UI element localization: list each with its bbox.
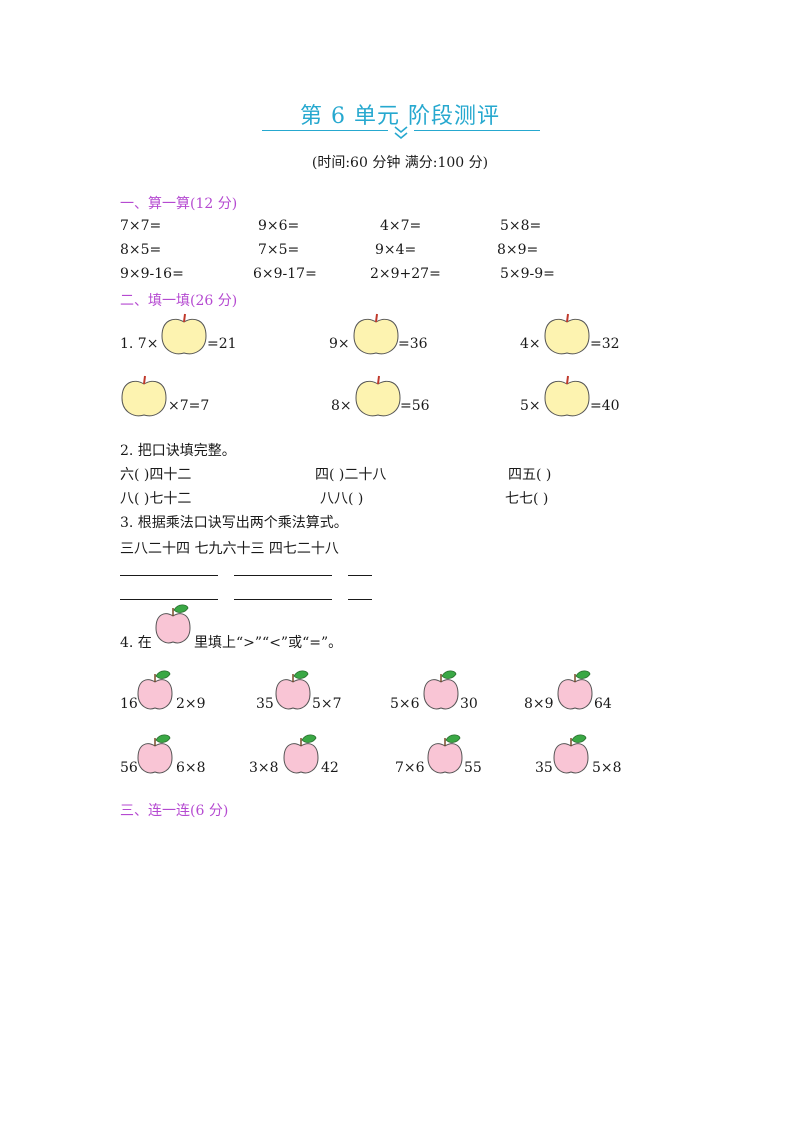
mnemonic-phrases: 三八二十四 七九六十三 四七二十八	[120, 541, 339, 557]
mnemonic-blank: 八( )七十二	[120, 491, 192, 507]
answer-line[interactable]	[120, 599, 218, 600]
compare-right: 6×8	[176, 760, 206, 776]
compare-right: 30	[460, 696, 478, 712]
pink-apple-answer-box[interactable]	[552, 732, 590, 776]
compare-left: 3×8	[249, 760, 279, 776]
mnemonic-blank: 八八( )	[320, 491, 364, 507]
answer-line[interactable]	[348, 599, 372, 600]
calc-item: 9×6=	[258, 218, 300, 234]
yellow-apple-answer-box[interactable]	[354, 372, 402, 420]
compare-right: 55	[464, 760, 482, 776]
compare-left: 35	[535, 760, 553, 776]
calc-item: 7×7=	[120, 218, 162, 234]
question-4-label-after: 里填上“>”“<”或“=”。	[194, 635, 343, 651]
pink-apple-answer-box[interactable]	[422, 668, 460, 712]
fill-expr-after: =36	[398, 336, 428, 352]
compare-right: 5×7	[312, 696, 342, 712]
pink-apple-answer-box[interactable]	[274, 668, 312, 712]
compare-right: 5×8	[592, 760, 622, 776]
compare-left: 16	[120, 696, 138, 712]
question-2-label: 2. 把口诀填完整。	[120, 443, 236, 459]
calc-item: 8×9=	[497, 242, 539, 258]
compare-left: 7×6	[395, 760, 425, 776]
section-1-heading: 一、算一算(12 分)	[120, 196, 238, 212]
calc-item: 6×9-17=	[253, 266, 317, 282]
calc-item: 9×4=	[375, 242, 417, 258]
compare-left: 35	[256, 696, 274, 712]
answer-line[interactable]	[234, 575, 332, 576]
fill-expr-after: =56	[400, 398, 430, 414]
title-underline-right	[414, 130, 540, 131]
title-underline-left	[262, 130, 388, 131]
calc-item: 7×5=	[258, 242, 300, 258]
calc-item: 2×9+27=	[370, 266, 441, 282]
yellow-apple-answer-box[interactable]	[160, 310, 208, 358]
fill-expr-before: 9×	[329, 336, 350, 352]
double-chevron-down-icon	[394, 126, 408, 140]
fill-expr-before: 4×	[520, 336, 541, 352]
compare-left: 5×6	[390, 696, 420, 712]
fill-expr-before: 1. 7×	[120, 336, 159, 352]
page-title: 第 6 单元 阶段测评	[300, 104, 500, 129]
calc-item: 5×9-9=	[500, 266, 555, 282]
pink-apple-icon	[155, 604, 191, 644]
yellow-apple-answer-box[interactable]	[543, 372, 591, 420]
time-score-info: (时间:60 分钟 满分:100 分)	[311, 155, 489, 171]
yellow-apple-answer-box[interactable]	[120, 372, 168, 420]
question-4-label-before: 4. 在	[120, 635, 152, 651]
compare-left: 56	[120, 760, 138, 776]
section-3-heading: 三、连一连(6 分)	[120, 803, 229, 819]
calc-item: 9×9-16=	[120, 266, 184, 282]
fill-expr-before: 8×	[331, 398, 352, 414]
compare-right: 64	[594, 696, 612, 712]
pink-apple-answer-box[interactable]	[136, 668, 174, 712]
pink-apple-answer-box[interactable]	[426, 732, 464, 776]
fill-expr-after: =21	[207, 336, 237, 352]
answer-line[interactable]	[348, 575, 372, 576]
compare-right: 2×9	[176, 696, 206, 712]
mnemonic-blank: 四( )二十八	[315, 467, 387, 483]
mnemonic-blank: 四五( )	[508, 467, 552, 483]
compare-right: 42	[321, 760, 339, 776]
calc-item: 5×8=	[500, 218, 542, 234]
answer-line[interactable]	[234, 599, 332, 600]
fill-expr-after: =40	[590, 398, 620, 414]
pink-apple-answer-box[interactable]	[136, 732, 174, 776]
yellow-apple-answer-box[interactable]	[352, 310, 400, 358]
mnemonic-blank: 七七( )	[505, 491, 549, 507]
yellow-apple-answer-box[interactable]	[543, 310, 591, 358]
fill-expr-after: ×7=7	[168, 398, 210, 414]
fill-expr-after: =32	[590, 336, 620, 352]
section-2-heading: 二、填一填(26 分)	[120, 293, 238, 309]
calc-item: 8×5=	[120, 242, 162, 258]
compare-left: 8×9	[524, 696, 554, 712]
fill-expr-before: 5×	[520, 398, 541, 414]
pink-apple-answer-box[interactable]	[556, 668, 594, 712]
pink-apple-answer-box[interactable]	[282, 732, 320, 776]
answer-line[interactable]	[120, 575, 218, 576]
mnemonic-blank: 六( )四十二	[120, 467, 192, 483]
question-3-label: 3. 根据乘法口诀写出两个乘法算式。	[120, 515, 348, 531]
calc-item: 4×7=	[380, 218, 422, 234]
